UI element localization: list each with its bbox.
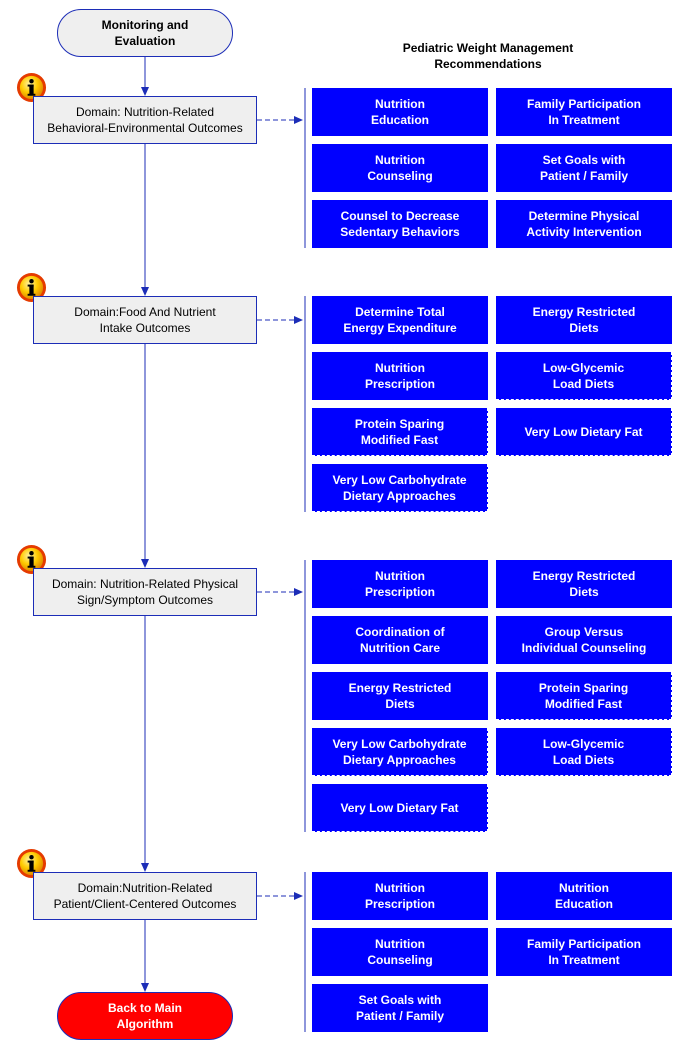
monitoring-evaluation-node: Monitoring and Evaluation [57,9,233,57]
info-icon[interactable] [16,72,47,103]
recommendation-box[interactable]: Protein Sparing Modified Fast [496,672,672,720]
domain-box[interactable]: Domain:Food And Nutrient Intake Outcomes [33,296,257,344]
recommendation-box[interactable]: Very Low Dietary Fat [496,408,672,456]
recommendation-box[interactable]: Very Low Dietary Fat [312,784,488,832]
recommendation-box[interactable]: Very Low Carbohydrate Dietary Approaches [312,728,488,776]
recommendation-box[interactable]: Energy Restricted Diets [496,296,672,344]
info-icon[interactable] [16,272,47,303]
domain-box[interactable]: Domain:Nutrition-Related Patient/Client-… [33,872,257,920]
recommendation-box[interactable]: Very Low Carbohydrate Dietary Approaches [312,464,488,512]
back-to-main-algorithm-button[interactable]: Back to Main Algorithm [57,992,233,1040]
info-icon[interactable] [16,544,47,575]
recommendation-box[interactable]: Protein Sparing Modified Fast [312,408,488,456]
recommendation-box[interactable]: Low-Glycemic Load Diets [496,728,672,776]
recommendation-box[interactable]: Coordination of Nutrition Care [312,616,488,664]
domain-box[interactable]: Domain: Nutrition-Related Physical Sign/… [33,568,257,616]
recommendation-box[interactable]: Low-Glycemic Load Diets [496,352,672,400]
recommendation-box[interactable]: Set Goals with Patient / Family [312,984,488,1032]
recommendation-box[interactable]: Energy Restricted Diets [496,560,672,608]
recommendation-box[interactable]: Nutrition Education [496,872,672,920]
recommendation-box[interactable]: Set Goals with Patient / Family [496,144,672,192]
recommendation-box[interactable]: Nutrition Counseling [312,144,488,192]
recommendation-box[interactable]: Energy Restricted Diets [312,672,488,720]
recommendation-box[interactable]: Nutrition Counseling [312,928,488,976]
recommendation-box[interactable]: Counsel to Decrease Sedentary Behaviors [312,200,488,248]
recommendation-box[interactable]: Nutrition Prescription [312,872,488,920]
domain-box[interactable]: Domain: Nutrition-Related Behavioral-Env… [33,96,257,144]
recommendation-box[interactable]: Determine Total Energy Expenditure [312,296,488,344]
recommendation-box[interactable]: Family Participation In Treatment [496,88,672,136]
recommendation-box[interactable]: Nutrition Prescription [312,352,488,400]
info-icon[interactable] [16,848,47,879]
recommendations-header: Pediatric Weight Management Recommendati… [402,41,574,71]
recommendation-box[interactable]: Nutrition Prescription [312,560,488,608]
recommendation-box[interactable]: Nutrition Education [312,88,488,136]
recommendation-box[interactable]: Determine Physical Activity Intervention [496,200,672,248]
recommendation-box[interactable]: Family Participation In Treatment [496,928,672,976]
recommendation-box[interactable]: Group Versus Individual Counseling [496,616,672,664]
